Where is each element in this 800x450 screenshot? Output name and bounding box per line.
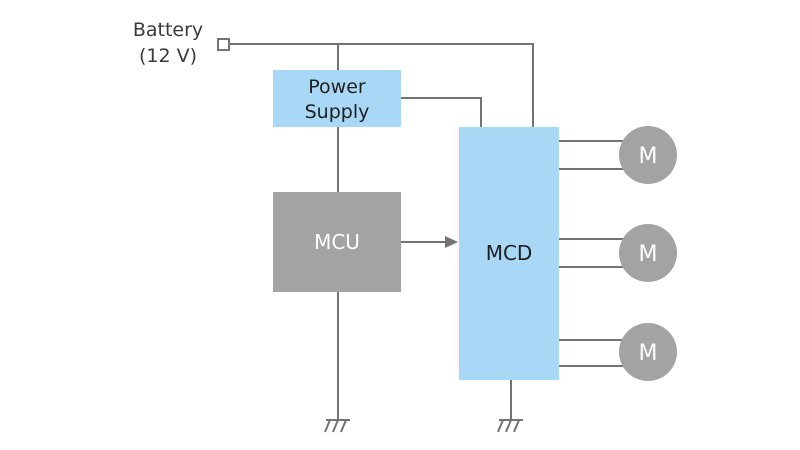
motor-3-label: M [639, 341, 658, 366]
motor-2-label: M [639, 242, 658, 267]
battery-terminal [217, 38, 230, 51]
power-supply-label-line2: Supply [305, 101, 370, 123]
motor-1-label: M [639, 144, 658, 169]
motor-1: M [619, 126, 677, 184]
mcu-box [273, 192, 401, 292]
mcd-label: MCD [486, 241, 533, 265]
mcd-block: MCD [459, 127, 559, 380]
battery-bus-wire [229, 43, 534, 127]
power-supply-to-mcd-wire [401, 97, 482, 127]
mcu-ground-icon [324, 419, 350, 433]
power-supply-box [273, 70, 401, 127]
power-supply-block: Power Supply [273, 70, 401, 127]
motor-1-circle [619, 126, 677, 184]
mcd-ground-icon [497, 419, 523, 433]
motor-2: M [619, 224, 677, 282]
motor-3: M [619, 323, 677, 381]
power-supply-label-line1: Power [308, 76, 366, 98]
mcu-label: MCU [314, 230, 360, 254]
wires [229, 43, 630, 420]
mcu-block: MCU [273, 192, 401, 292]
battery-label-line1: Battery [133, 19, 203, 41]
mcd-box [459, 127, 559, 380]
motor-2-circle [619, 224, 677, 282]
signal-arrowhead [445, 236, 458, 248]
motor-3-circle [619, 323, 677, 381]
battery-label-line2: (12 V) [139, 45, 197, 67]
